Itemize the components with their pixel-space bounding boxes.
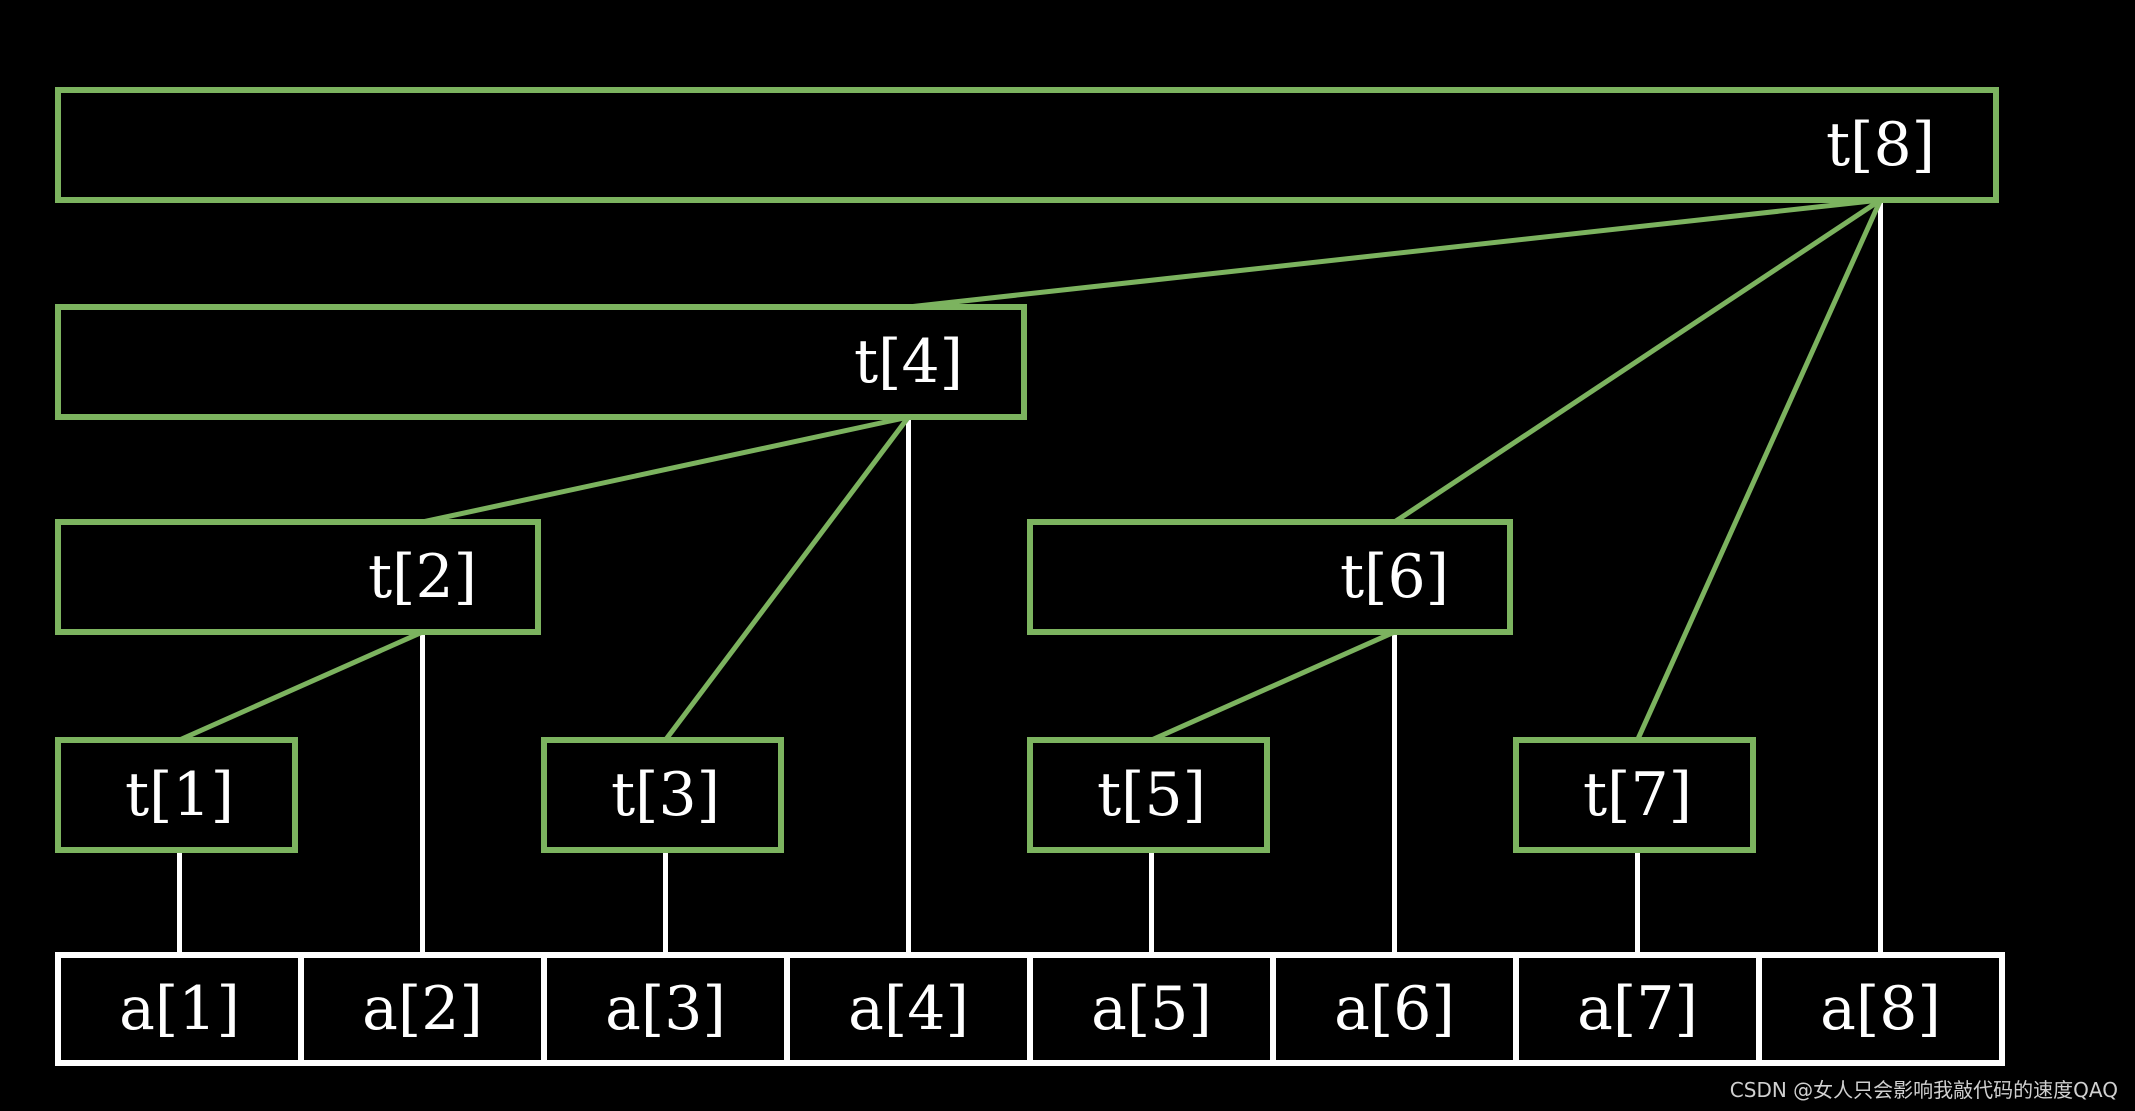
tree-node-t1: t[1] xyxy=(55,737,298,853)
tree-node-t7: t[7] xyxy=(1513,737,1756,853)
array-cell-a3: a[3] xyxy=(541,952,790,1066)
array-cell-a5: a[5] xyxy=(1027,952,1276,1066)
array-cell-label: a[6] xyxy=(1334,974,1455,1044)
array-cell-box xyxy=(1513,952,1762,1066)
tree-node-box xyxy=(55,519,541,635)
tree-node-box xyxy=(1027,519,1513,635)
array-cell-box xyxy=(784,952,1033,1066)
array-cell-box xyxy=(1756,952,2005,1066)
tree-node-box xyxy=(541,737,784,853)
array-cell-label: a[5] xyxy=(1091,974,1212,1044)
array-cell-label: a[3] xyxy=(605,974,726,1044)
array-cell-label: a[8] xyxy=(1820,974,1941,1044)
array-cell-box xyxy=(55,952,304,1066)
tree-node-t4: t[4] xyxy=(55,304,1027,420)
edge-t6-t8 xyxy=(1393,197,1882,525)
tree-node-box xyxy=(55,87,1999,203)
tree-node-label: t[6] xyxy=(1340,542,1449,612)
tree-node-t5: t[5] xyxy=(1027,737,1270,853)
array-cell-label: a[4] xyxy=(848,974,969,1044)
array-cell-box xyxy=(1270,952,1519,1066)
array-cell-a6: a[6] xyxy=(1270,952,1519,1066)
tree-node-label: t[2] xyxy=(368,542,477,612)
array-cell-label: a[2] xyxy=(362,974,483,1044)
tree-node-box xyxy=(1513,737,1756,853)
tree-node-label: t[8] xyxy=(1826,110,1935,180)
watermark-text: CSDN @女人只会影响我敲代码的速度QAQ xyxy=(1730,1078,2118,1102)
array-cell-a8: a[8] xyxy=(1756,952,2005,1066)
tree-node-label: t[1] xyxy=(125,760,234,830)
array-cell-a7: a[7] xyxy=(1513,952,1762,1066)
tree-node-label: t[5] xyxy=(1097,760,1206,830)
tree-node-t6: t[6] xyxy=(1027,519,1513,635)
array-cell-a1: a[1] xyxy=(55,952,304,1066)
edge-t3-t4 xyxy=(663,415,911,742)
edges xyxy=(177,197,1883,955)
tree-node-label: t[4] xyxy=(854,327,963,397)
array-cell-label: a[1] xyxy=(119,974,240,1044)
tree-node-box xyxy=(55,737,298,853)
array-cell-a2: a[2] xyxy=(298,952,547,1066)
edge-t5-t6 xyxy=(1150,629,1396,743)
array-cell-label: a[7] xyxy=(1577,974,1698,1044)
array-cell-a4: a[4] xyxy=(784,952,1033,1066)
tree-node-label: t[3] xyxy=(611,760,720,830)
edge-t1-t2 xyxy=(178,629,424,743)
edge-t4-t8 xyxy=(908,197,1881,310)
tree-node-label: t[7] xyxy=(1583,760,1692,830)
edge-t2-t4 xyxy=(421,414,910,525)
tree-node-box xyxy=(55,304,1027,420)
tree-node-t2: t[2] xyxy=(55,519,541,635)
tree-node-box xyxy=(1027,737,1270,853)
edge-t7-t8 xyxy=(1635,198,1883,742)
nodes: t[1] t[2] t[3] t[4] t[5] t[6] t[7] t[8] a[1] a[2]… xyxy=(55,87,2005,1066)
tree-node-t8: t[8] xyxy=(55,87,1999,203)
tree-node-t3: t[3] xyxy=(541,737,784,853)
